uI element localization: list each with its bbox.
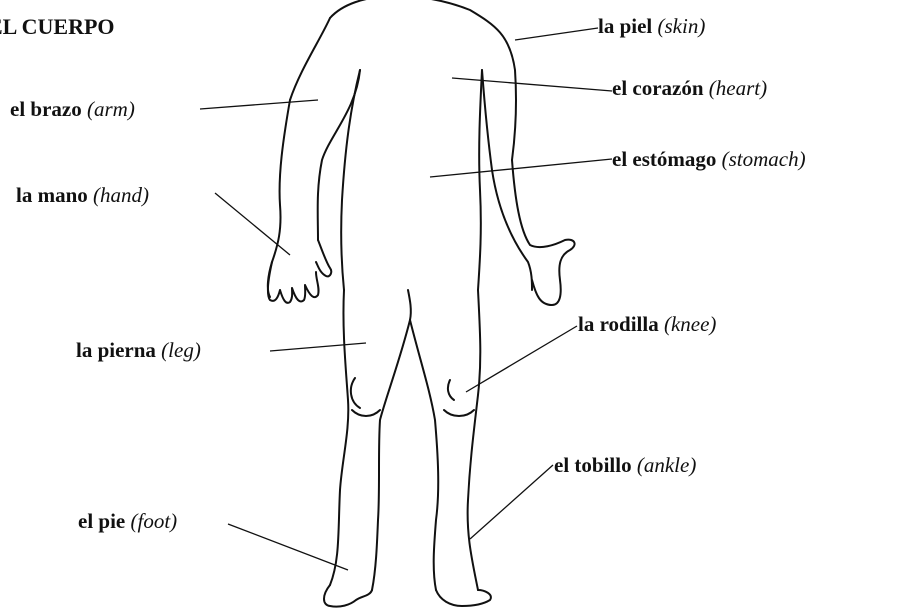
leader-line-estomago [430,159,612,177]
label-piel-spanish: la piel [598,14,652,38]
label-rodilla: la rodilla (knee) [578,312,716,336]
label-piel: la piel (skin) [598,14,705,38]
label-pie-spanish: el pie [78,509,125,533]
right-leg-inner [410,320,438,590]
label-estomago: el estómago (stomach) [612,147,806,171]
label-rodilla-spanish: la rodilla [578,312,659,336]
label-mano-spanish: la mano [16,183,88,207]
label-corazon: el corazón (heart) [612,76,767,100]
label-corazon-english: (heart) [709,76,767,100]
label-pierna-spanish: la pierna [76,338,156,362]
left-knee-mark [351,378,380,416]
right-arm-inner [482,70,532,290]
label-tobillo: el tobillo (ankle) [554,453,696,477]
left-foot-outline [324,585,372,607]
leader-line-mano [215,193,290,255]
left-leg-outer [330,290,348,585]
leader-line-piel [515,28,598,40]
leader-line-pie [228,524,348,570]
right-arm-outer [512,160,575,305]
head-left-outline [290,18,330,100]
label-brazo-english: (arm) [87,97,135,121]
label-piel-english: (skin) [658,14,706,38]
label-mano: la mano (hand) [16,183,149,207]
label-pie-english: (foot) [131,509,178,533]
left-leg-inner [372,320,410,590]
label-estomago-spanish: el estómago [612,147,716,171]
right-knee-mark [444,380,474,416]
left-hand-outline [268,240,331,303]
leader-line-pierna [270,343,366,351]
label-pierna-english: (leg) [161,338,201,362]
diagram-title: EL CUERPO [0,14,115,40]
label-tobillo-spanish: el tobillo [554,453,632,477]
label-brazo-spanish: el brazo [10,97,82,121]
label-tobillo-english: (ankle) [637,453,696,477]
label-mano-english: (hand) [93,183,149,207]
right-foot-outline [436,590,491,606]
leader-line-tobillo [470,465,553,539]
label-corazon-spanish: el corazón [612,76,704,100]
right-leg-outer [468,290,481,590]
label-pie: el pie (foot) [78,509,177,533]
leader-line-brazo [200,100,318,109]
crotch-outline [408,290,411,320]
label-pierna: la pierna (leg) [76,338,201,362]
label-estomago-english: (stomach) [722,147,806,171]
leader-line-rodilla [466,326,577,392]
label-brazo: el brazo (arm) [10,97,135,121]
label-rodilla-english: (knee) [664,312,716,336]
leader-line-corazon [452,78,612,91]
torso-right-side [478,70,482,290]
